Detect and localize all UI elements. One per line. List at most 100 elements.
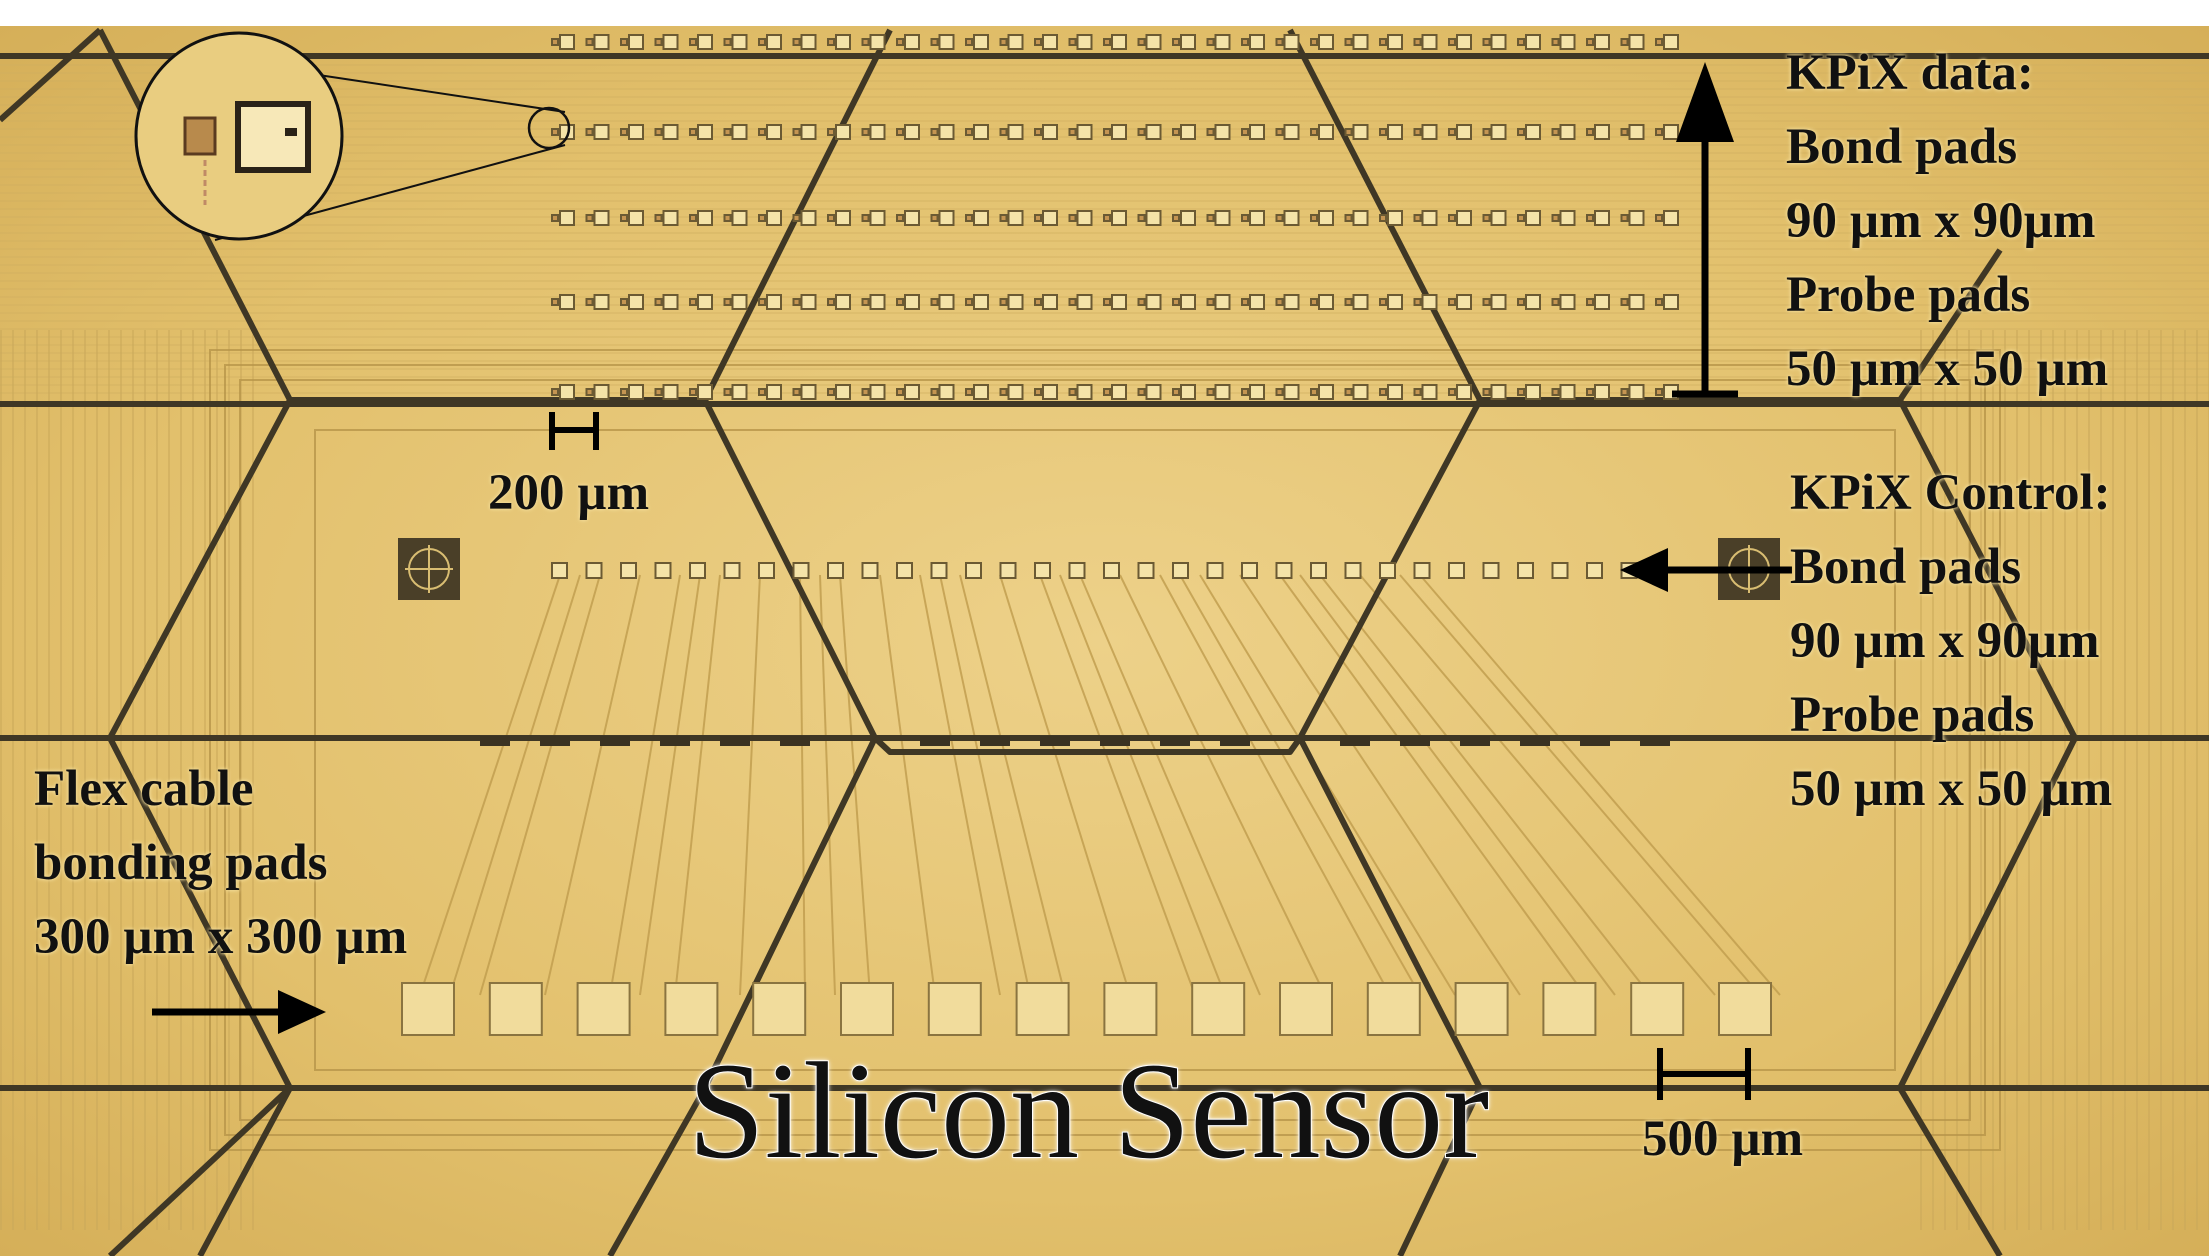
kpix-data-pad [1068, 294, 1093, 310]
kpix-data-pad [585, 34, 610, 50]
kpix-data-pad [654, 124, 679, 140]
kpix-data-pad [930, 294, 955, 310]
kpix-control-bond-pads: Bond pads [1790, 539, 2022, 595]
kpix-data-pad [723, 294, 748, 310]
kpix-control-pad [551, 562, 568, 579]
kpix-control-pad [585, 562, 603, 579]
kpix-data-pad [1655, 34, 1679, 50]
kpix-data-pad [1586, 210, 1610, 226]
kpix-data-pad [1310, 384, 1334, 400]
kpix-data-pad [1655, 210, 1679, 226]
kpix-data-pad [827, 34, 851, 50]
kpix-data-bond-size: 90 µm x 90µm [1786, 193, 2096, 249]
kpix-data-pad [620, 384, 644, 400]
kpix-data-pad [1379, 294, 1403, 310]
kpix-data-pad [1241, 124, 1265, 140]
kpix-data-pad [896, 294, 920, 310]
kpix-data-pad [1034, 34, 1058, 50]
kpix-data-probe-pads: Probe pads [1786, 267, 2031, 323]
kpix-data-pad [1275, 384, 1300, 400]
kpix-data-pad [792, 210, 817, 226]
kpix-data-pad [1275, 210, 1300, 226]
kpix-control-pad [1379, 562, 1396, 579]
kpix-data-pad [1379, 210, 1403, 226]
kpix-data-pad [1379, 124, 1403, 140]
kpix-data-pad [758, 124, 782, 140]
flex-cable-size: 300 µm x 300 µm [34, 909, 408, 965]
kpix-data-pad [723, 210, 748, 226]
flex-bonding-pad [752, 982, 807, 1036]
kpix-data-pad [1137, 294, 1162, 310]
kpix-data-pad [1620, 34, 1645, 50]
kpix-data-pad [1103, 294, 1127, 310]
kpix-control-pad [758, 562, 775, 579]
kpix-data-pad [965, 294, 989, 310]
kpix-data-pad [896, 210, 920, 226]
kpix-control-pad [620, 562, 637, 579]
kpix-data-pad [1241, 294, 1265, 310]
kpix-data-pad [1620, 384, 1645, 400]
kpix-data-pad [792, 294, 817, 310]
kpix-data-pad [620, 34, 644, 50]
kpix-control-label: KPiX Control: Bond pads 90 µm x 90µm Pro… [1790, 468, 2112, 838]
kpix-control-pad [1275, 562, 1293, 579]
kpix-data-pad [1344, 294, 1369, 310]
kpix-data-pad [758, 34, 782, 50]
kpix-data-pad [1275, 34, 1300, 50]
flex-bonding-pad [1630, 982, 1685, 1036]
kpix-data-pad [1448, 210, 1472, 226]
kpix-data-pad [1586, 294, 1610, 310]
kpix-data-pad [999, 384, 1024, 400]
kpix-data-pad [585, 210, 610, 226]
kpix-data-pad [1137, 124, 1162, 140]
kpix-data-pad [1379, 34, 1403, 50]
kpix-data-pad [1517, 384, 1541, 400]
kpix-data-pad [1413, 384, 1438, 400]
kpix-data-pad [1551, 210, 1576, 226]
kpix-data-pad [1448, 124, 1472, 140]
kpix-data-pad [1310, 210, 1334, 226]
kpix-data-pad [930, 384, 955, 400]
kpix-data-pad [1310, 294, 1334, 310]
kpix-control-probe-size: 50 µm x 50 µm [1790, 761, 2113, 817]
kpix-data-pad [1344, 384, 1369, 400]
kpix-data-pad [758, 210, 782, 226]
image-title: Silicon Sensor [687, 1034, 1490, 1187]
kpix-data-pad [723, 384, 748, 400]
kpix-data-pad [1586, 384, 1610, 400]
kpix-data-label: KPiX data: Bond pads 90 µm x 90µm Probe … [1786, 48, 2108, 418]
flex-bonding-pad [1542, 982, 1597, 1036]
kpix-data-pad [930, 210, 955, 226]
kpix-data-pad [758, 294, 782, 310]
kpix-data-pad [1586, 34, 1610, 50]
flex-bonding-pad [1366, 982, 1421, 1036]
kpix-data-pad [1517, 34, 1541, 50]
kpix-data-pad [1068, 210, 1093, 226]
kpix-data-pad [1241, 384, 1265, 400]
kpix-data-pad [861, 124, 886, 140]
kpix-data-pad [861, 384, 886, 400]
kpix-control-pad [1551, 562, 1569, 579]
kpix-data-pad [1655, 294, 1679, 310]
kpix-data-pad [1413, 34, 1438, 50]
kpix-data-pad [1551, 294, 1576, 310]
kpix-data-pad [1172, 124, 1196, 140]
kpix-control-pad [1448, 562, 1465, 579]
kpix-control-pad [1206, 562, 1224, 579]
flex-bonding-pad [1718, 982, 1772, 1036]
kpix-data-pad [1034, 384, 1058, 400]
kpix-data-pad [861, 294, 886, 310]
kpix-data-pad [689, 294, 713, 310]
kpix-control-pad [930, 562, 948, 579]
kpix-data-pad [723, 34, 748, 50]
kpix-data-pad [585, 384, 610, 400]
kpix-data-pad [1103, 34, 1127, 50]
flex-bonding-pad [1191, 982, 1246, 1036]
kpix-data-pad [1275, 124, 1300, 140]
kpix-data-pad [1517, 210, 1541, 226]
kpix-control-title: KPiX Control: [1790, 465, 2111, 521]
kpix-data-pad [723, 124, 748, 140]
kpix-data-pad [1413, 294, 1438, 310]
kpix-data-pad [1413, 210, 1438, 226]
flex-bonding-pad [664, 982, 719, 1036]
